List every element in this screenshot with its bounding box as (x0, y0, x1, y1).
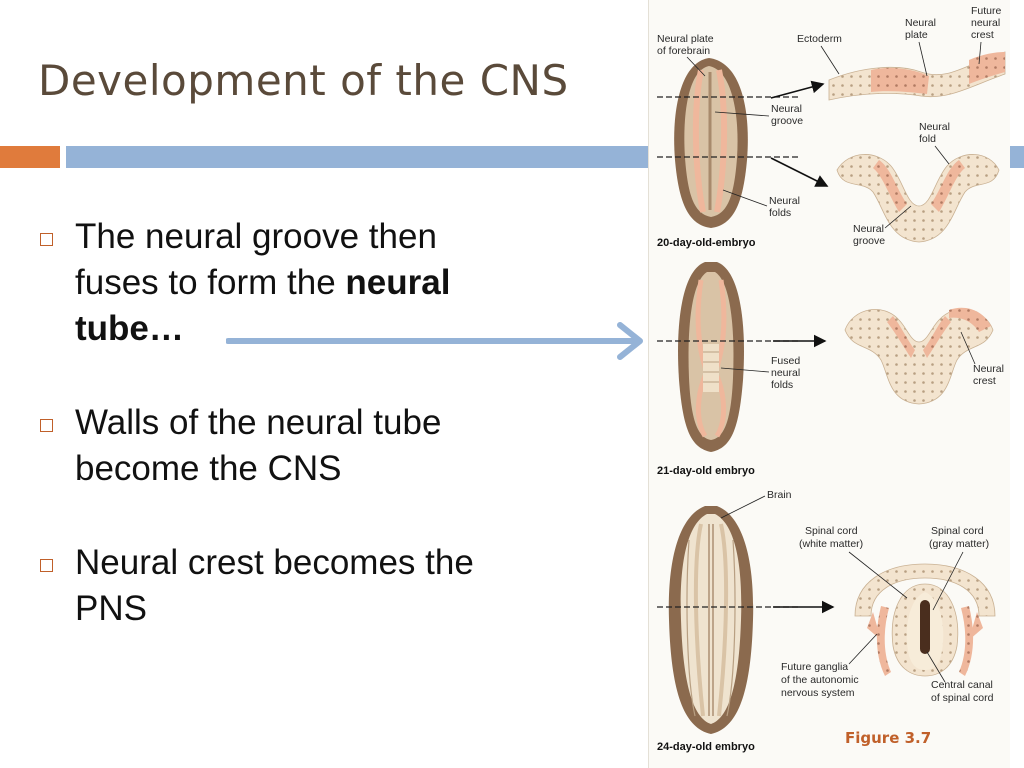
figure-label: of the autonomic (781, 674, 859, 686)
pointer-arrow-icon (226, 322, 643, 360)
figure-label: Fused (771, 355, 800, 367)
figure-label: Ectoderm (797, 33, 842, 45)
neural-crest-section (844, 309, 994, 405)
bullet-item-cns: Walls of the neural tube become the CNS (40, 400, 560, 492)
figure-label: Neural plate (657, 33, 714, 45)
accent-bar-orange (0, 146, 60, 168)
figure-caption-day20: 20-day-old-embryo (657, 237, 756, 249)
bullet-line: The neural groove then (75, 217, 437, 256)
bullet-line-text: fuses to form the (75, 263, 346, 302)
embryo-illustration: Neural plate of forebrain Ectoderm Neura… (657, 5, 1006, 753)
bullet-bold-text: neural (345, 263, 451, 302)
figure-label: Future (971, 5, 1002, 17)
figure-label: groove (853, 235, 885, 247)
figure-label: Spinal cord (931, 525, 984, 537)
slide-title: Development of the CNS (38, 56, 569, 105)
figure-label: Central canal (931, 679, 993, 691)
figure-label: plate (905, 29, 928, 41)
figure-label: of forebrain (657, 45, 710, 57)
figure-label: crest (971, 29, 994, 41)
bullet-line: Walls of the neural tube (75, 403, 442, 442)
neural-groove-section (836, 154, 1000, 243)
neural-plate-pink (871, 68, 929, 94)
embryo-24-day (668, 506, 754, 734)
square-bullet-icon (40, 233, 53, 246)
figure-label: (white matter) (799, 538, 863, 550)
figure-label: fold (919, 133, 936, 145)
square-bullet-icon (40, 559, 53, 572)
bullet-line: Neural crest becomes the (75, 543, 474, 582)
figure-label: Brain (767, 489, 792, 501)
bullet-bold-text: tube… (75, 309, 184, 348)
bullet-text: Neural crest becomes the PNS (75, 540, 474, 632)
central-canal (920, 600, 930, 654)
figure-label: folds (771, 379, 793, 391)
square-bullet-icon (40, 419, 53, 432)
figure-label: crest (973, 375, 996, 387)
embryo-21-day (678, 262, 744, 452)
figure-label: Future ganglia (781, 661, 848, 673)
figure-label: of spinal cord (931, 692, 994, 704)
figure-label: Spinal cord (805, 525, 858, 537)
bullet-text: Walls of the neural tube become the CNS (75, 400, 441, 492)
figure-label: neural (771, 367, 800, 379)
figure-label: Neural (771, 103, 802, 115)
embryo-20-day (674, 58, 748, 228)
figure-label: folds (769, 207, 791, 219)
figure-label: Neural (973, 363, 1004, 375)
figure-label: Neural (919, 121, 950, 133)
figure-label: Neural (905, 17, 936, 29)
bullet-line: tube… (75, 306, 450, 352)
embryo-figure: Neural plate of forebrain Ectoderm Neura… (648, 0, 1010, 768)
ectoderm-arch (854, 563, 996, 617)
figure-caption-day24: 24-day-old embryo (657, 741, 755, 753)
figure-caption-day21: 21-day-old embryo (657, 465, 755, 477)
figure-label: Neural (853, 223, 884, 235)
bullet-line: fuses to form the neural (75, 260, 450, 306)
figure-label: nervous system (781, 687, 855, 699)
figure-label: Neural (769, 195, 800, 207)
bullet-item-pns: Neural crest becomes the PNS (40, 540, 560, 632)
bullet-line: PNS (75, 589, 147, 628)
bullet-list: The neural groove then fuses to form the… (40, 214, 560, 680)
figure-label: neural (971, 17, 1000, 29)
figure-label: groove (771, 115, 803, 127)
figure-label: (gray matter) (929, 538, 989, 550)
figure-number: Figure 3.7 (845, 729, 931, 747)
bullet-line: become the CNS (75, 449, 342, 488)
bullet-text: The neural groove then fuses to form the… (75, 214, 450, 352)
bullet-item-neural-tube: The neural groove then fuses to form the… (40, 214, 560, 352)
